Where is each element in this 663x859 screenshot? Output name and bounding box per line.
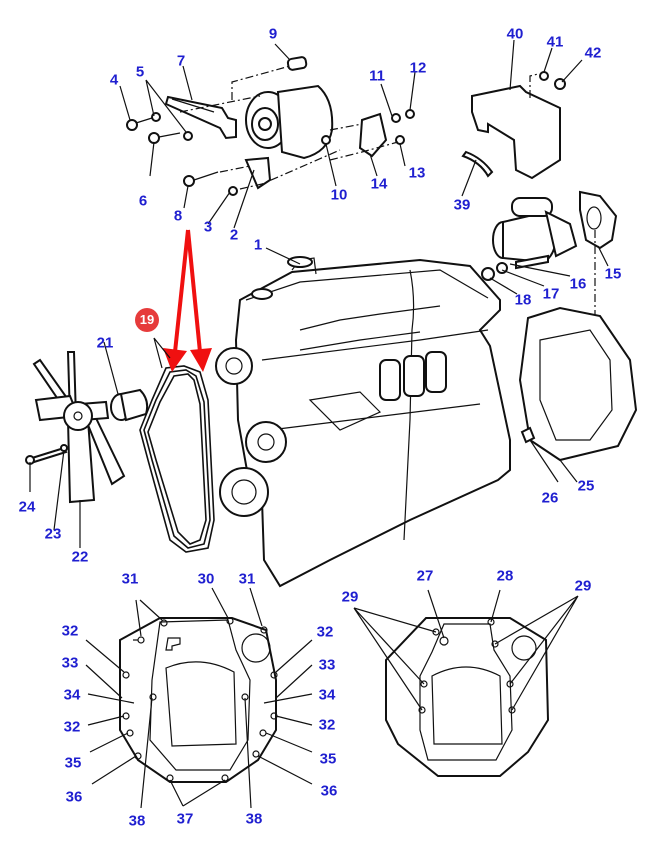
part-label-4: 4 [109, 71, 119, 89]
part-label-16: 16 [569, 275, 587, 293]
part-label-41: 41 [546, 33, 564, 51]
starter-motor [481, 190, 618, 400]
part-label-35-right: 35 [319, 750, 337, 768]
part-label-34-right: 34 [318, 686, 336, 704]
part-label-10: 10 [330, 186, 348, 204]
pump-assembly [126, 56, 415, 196]
part-label-28: 28 [496, 567, 514, 585]
part-label-11: 11 [369, 67, 385, 85]
part-label-31-left: 31 [121, 570, 139, 588]
part-label-29-left: 29 [341, 588, 359, 606]
part-label-22: 22 [71, 548, 89, 566]
part-label-38-right: 38 [245, 810, 263, 828]
part-label-42: 42 [584, 44, 602, 62]
starter-guard [461, 71, 566, 180]
flywheel-housing-left [85, 587, 313, 809]
part-label-19-highlighted[interactable]: 19 [135, 308, 159, 332]
flywheel-housing-rear [353, 589, 579, 777]
part-label-3: 3 [203, 218, 213, 236]
flywheel-housing-side [518, 306, 638, 462]
part-label-18: 18 [514, 291, 532, 309]
part-label-15: 15 [604, 265, 622, 283]
part-label-33-left: 33 [61, 654, 79, 672]
part-label-37: 37 [176, 810, 194, 828]
part-label-36-left: 36 [65, 788, 83, 806]
part-label-24: 24 [18, 498, 36, 516]
part-label-32-upper-left: 32 [61, 622, 79, 640]
part-label-9: 9 [268, 25, 278, 43]
engine-block [215, 256, 511, 588]
part-label-12: 12 [409, 59, 427, 77]
part-label-38-left: 38 [128, 812, 146, 830]
part-label-32-lower-right: 32 [318, 716, 336, 734]
part-label-2: 2 [229, 226, 239, 244]
part-label-36-right: 36 [320, 782, 338, 800]
part-label-29-right: 29 [574, 577, 592, 595]
part-label-25: 25 [577, 477, 595, 495]
part-label-34-left: 34 [63, 686, 81, 704]
part-label-23: 23 [44, 525, 62, 543]
part-label-35-left: 35 [64, 754, 82, 772]
part-label-21: 21 [96, 334, 114, 352]
part-label-17: 17 [542, 285, 560, 303]
highlight-arrows [163, 229, 212, 372]
part-label-32-lower-left: 32 [63, 718, 81, 736]
part-label-8: 8 [173, 207, 183, 225]
part-label-32-upper-right: 32 [316, 623, 334, 641]
part-label-14: 14 [370, 175, 388, 193]
part-label-5: 5 [135, 63, 145, 81]
part-label-26: 26 [541, 489, 559, 507]
part-label-40: 40 [506, 25, 524, 43]
part-label-13: 13 [408, 164, 426, 182]
part-label-31-right: 31 [238, 570, 256, 588]
part-label-33-right: 33 [318, 656, 336, 674]
part-label-30: 30 [197, 570, 215, 588]
part-label-27: 27 [416, 567, 434, 585]
part-label-39: 39 [453, 196, 471, 214]
part-label-6: 6 [138, 192, 148, 210]
fan-assembly [25, 351, 215, 553]
part-label-7: 7 [176, 52, 186, 70]
part-label-1: 1 [253, 236, 263, 254]
leader-lines [29, 39, 609, 548]
